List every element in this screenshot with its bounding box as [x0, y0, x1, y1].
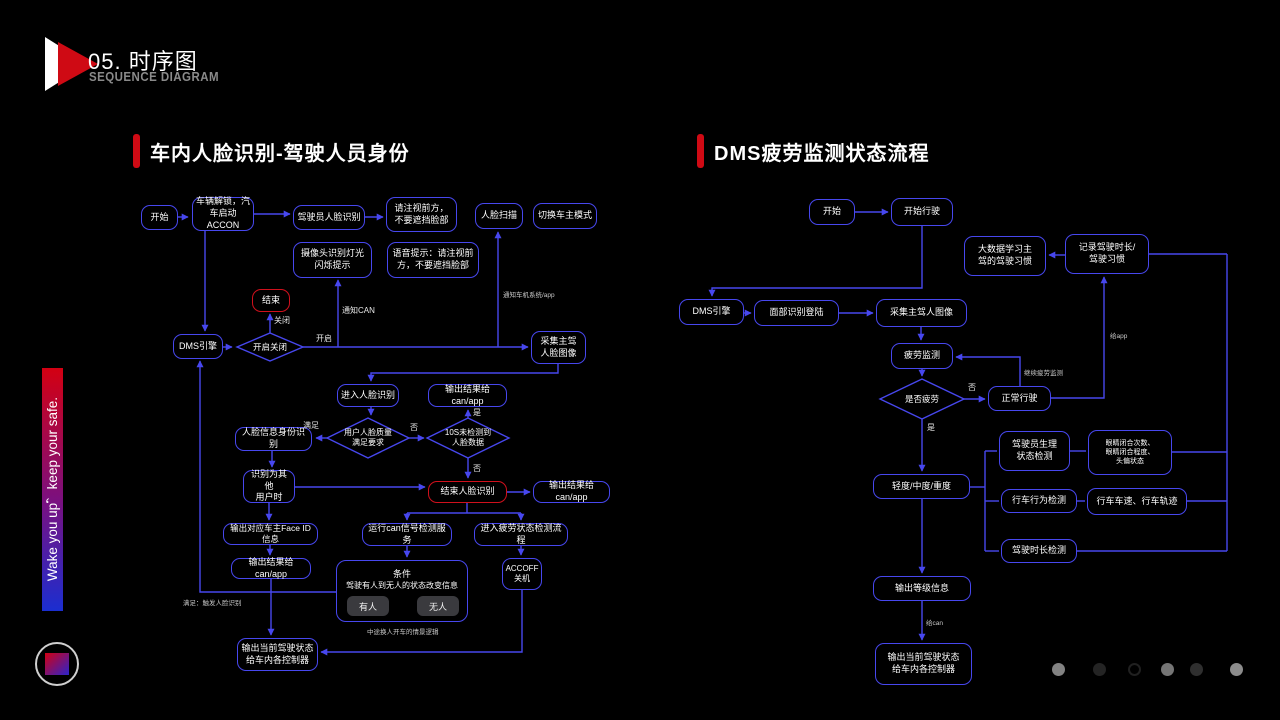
edge-label-notify-system: 通知车机系统/app: [503, 292, 555, 299]
node-collect-face-image: 采集主驾 人脸图像: [531, 331, 586, 364]
decision-10s-no-face: 10S未检测到 人脸数据: [444, 428, 492, 447]
section-title-left: 车内人脸识别-驾驶人员身份: [133, 134, 410, 168]
pagination-dot-1[interactable]: [1052, 663, 1065, 676]
node-switch-owner-mode: 切换车主模式: [533, 203, 597, 229]
edge-label-open: 开启: [316, 334, 332, 343]
edge-label-r-yes: 是: [927, 423, 935, 432]
node-speed-track: 行车车速、行车轨迹: [1087, 488, 1187, 515]
absent-button[interactable]: 无人: [417, 596, 459, 616]
node-end: 结束: [252, 289, 290, 312]
node-driver-face-recognition: 驾驶员人脸识别: [293, 205, 365, 230]
edge-label-yes-1: 是: [473, 408, 481, 417]
node-output-driving-state: 输出当前驾驶状态 给车内各控制器: [237, 638, 318, 671]
edge-label-to-can: 给can: [926, 620, 943, 627]
slide-title: 05. 时序图: [88, 49, 198, 74]
red-bar: [697, 134, 704, 168]
node-r-output-driving-state: 输出当前驾驶状态 给车内各控制器: [875, 643, 972, 685]
node-other-user: 识别为其他 用户时: [243, 469, 295, 503]
slide-subtitle: SEQUENCE DIAGRAM: [89, 70, 220, 84]
node-face-scan: 人脸扫描: [475, 203, 523, 229]
condition-title: 条件: [392, 569, 411, 579]
decision-10s-no-face-shape: [425, 417, 511, 459]
node-face-login: 面部识别登陆: [754, 300, 839, 326]
edge-label-r-no: 否: [968, 383, 976, 392]
decision-on-off-shape: [235, 332, 305, 362]
node-start-driving: 开始行驶: [891, 198, 953, 226]
node-output-level: 输出等级信息: [873, 576, 971, 601]
node-collect-driver-image: 采集主驾人图像: [876, 299, 967, 327]
node-end-face-recognition: 结束人脸识别: [428, 481, 507, 503]
pagination-dot-5[interactable]: [1190, 663, 1203, 676]
node-physio-detect: 驾驶员生理 状态检测: [999, 431, 1070, 471]
node-run-can-service: 运行can信号检测服务: [362, 523, 452, 546]
edge-label-to-app: 给app: [1110, 333, 1128, 340]
decision-face-quality: 用户人脸质量 满足要求: [344, 428, 392, 447]
edge-label-no-1: 否: [410, 423, 418, 432]
node-output-can-2: 输出结果给can/app: [533, 480, 610, 503]
node-eye-states: 眼睛闭合次数、 眼睛闭合程度、 头偏状态: [1088, 430, 1172, 475]
right-chart-title: DMS疲劳监测状态流程: [714, 142, 930, 165]
node-camera-light-hint: 摄像头识别灯光 闪烁提示: [293, 242, 372, 278]
node-record-driving: 记录驾驶时长/ 驾驶习惯: [1065, 234, 1149, 274]
node-r-start: 开始: [809, 199, 855, 225]
edge-label-continue-monitor: 继续疲劳监测: [1024, 370, 1063, 377]
edge-label-notify-can: 通知CAN: [342, 306, 375, 315]
pagination-dot-3[interactable]: [1128, 663, 1141, 676]
node-output-can-3: 输出结果给can/app: [231, 557, 311, 579]
present-button[interactable]: 有人: [347, 596, 389, 616]
node-enter-fatigue-flow: 进入疲劳状态检测流程: [474, 523, 568, 546]
footer-logo-icon: [35, 642, 79, 686]
condition-desc: 驾驶有人到无人的状态改变信息: [346, 581, 458, 590]
node-enter-face-recognition: 进入人脸识别: [337, 384, 399, 407]
node-voice-tip: 语音提示：请注视前 方，不要遮挡脸部: [387, 242, 479, 278]
node-condition: 条件 驾驶有人到无人的状态改变信息 有人 无人: [336, 560, 468, 622]
node-behavior-detect: 行车行为检测: [1001, 489, 1077, 513]
edge-label-close: 关闭: [274, 316, 290, 325]
edge-label-scenario: 中途换人开车的情景逻辑: [367, 629, 439, 636]
decision-on-off: 开启关闭: [252, 341, 287, 352]
pagination-dot-4[interactable]: [1161, 663, 1174, 676]
node-r-dms-engine: DMS引擎: [679, 299, 744, 325]
node-look-ahead-tip: 请注视前方， 不要遮挡脸部: [386, 197, 457, 232]
node-fatigue-monitor: 疲劳监测: [891, 343, 953, 369]
node-severity: 轻度/中度/重度: [873, 474, 970, 499]
tagline-bar: Wake you up，keep your safe.: [42, 368, 63, 611]
node-accoff: ACCOFF 关机: [502, 558, 542, 590]
decision-is-fatigue: 是否疲劳: [904, 393, 939, 404]
node-vehicle-unlock: 车辆解锁，汽 车启动ACCON: [192, 196, 254, 231]
play-logo-icon: [45, 37, 98, 91]
node-bigdata-learning: 大数据学习主 驾的驾驶习惯: [964, 236, 1046, 276]
node-duration-detect: 驾驶时长检测: [1001, 539, 1077, 563]
edge-label-trigger: 满足：触发人脸识别: [183, 600, 242, 607]
node-output-can-1: 输出结果给can/app: [428, 384, 507, 407]
tagline-text: Wake you up，keep your safe.: [44, 397, 60, 582]
section-title-right: DMS疲劳监测状态流程: [697, 134, 929, 168]
pagination-dot-2[interactable]: [1093, 663, 1106, 676]
red-bar: [133, 134, 140, 168]
decision-face-quality-shape: [325, 417, 411, 459]
node-normal-driving: 正常行驶: [988, 386, 1051, 411]
decision-is-fatigue-shape: [878, 378, 966, 420]
node-start: 开始: [141, 205, 178, 230]
edge-label-no-2: 否: [473, 464, 481, 473]
left-chart-title: 车内人脸识别-驾驶人员身份: [150, 142, 410, 165]
node-face-identity-recognition: 人脸信息身份识别: [235, 427, 312, 451]
pagination-dot-6[interactable]: [1230, 663, 1243, 676]
node-output-faceid: 输出对应车主Face ID信息: [223, 523, 318, 545]
edge-label-satisfied: 满足: [303, 421, 319, 430]
node-dms-engine: DMS引擎: [173, 334, 223, 359]
